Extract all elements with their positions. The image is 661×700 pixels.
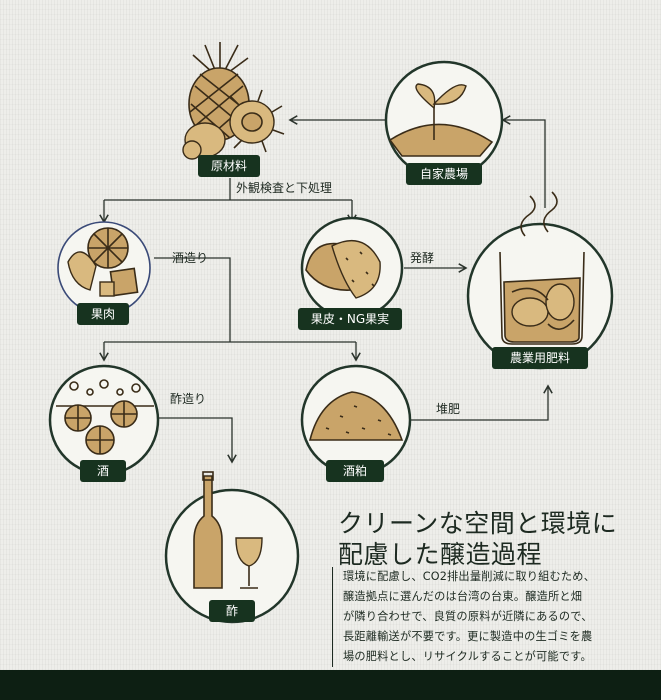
dragon-fruit-icon <box>229 89 285 153</box>
description-text: 環境に配慮し、CO2排出量削減に取り組むため、 醸造拠点に選んだのは台湾の台東。… <box>332 567 661 667</box>
body-line: 醸造拠点に選んだのは台湾の台東。醸造所と畑 <box>343 590 583 603</box>
section-title: クリーンな空間と環境に 配慮した醸造過程 <box>338 508 658 570</box>
body-line: が隣り合わせで、良質の原料が近隣にあるので、 <box>343 610 593 623</box>
pineapple-icon <box>182 42 250 160</box>
node-label-vinegar: 酢 <box>226 603 238 618</box>
peel-icon <box>305 239 381 299</box>
body-line: 長距離輸送が不要です。更に製造中の生ゴミを農 <box>343 630 593 643</box>
node-fertilizer: 農業用肥料 <box>466 191 614 370</box>
node-label-fertilizer: 農業用肥料 <box>510 351 570 365</box>
node-label-peel-ng: 果皮・NG果実 <box>311 311 389 326</box>
bottom-bar <box>0 670 661 700</box>
edge-label-vinegar-brewing: 酢造り <box>170 391 206 406</box>
arrow-sake-to-vinegar <box>158 417 237 464</box>
node-label-bg <box>198 155 260 177</box>
title-line-2: 配慮した醸造過程 <box>338 540 543 569</box>
fruit-pieces-icon <box>67 227 139 297</box>
citrus-slices-icon <box>56 379 154 455</box>
title-line-1: クリーンな空間と環境に <box>338 509 618 538</box>
node-own-farm: 自家農場 <box>384 60 504 185</box>
node-label-lees: 酒粕 <box>343 463 367 478</box>
node-sake: 酒 <box>48 364 160 482</box>
node-pulp: 果肉 <box>57 221 151 325</box>
arrow-fertilizer-to-farm <box>501 115 546 208</box>
node-raw-material: 原材料 <box>182 42 285 177</box>
edge-label-compost: 堆肥 <box>436 402 460 416</box>
node-peel: 果皮・NG果実 <box>298 216 404 330</box>
body-line: 環境に配慮し、CO2排出量削減に取り組むため、 <box>343 570 596 583</box>
arrow-to-sake <box>104 341 356 360</box>
node-label-own-farm: 自家農場 <box>420 166 468 181</box>
edge-label-inspection: 外観検査と下処理 <box>236 181 332 195</box>
sprout-icon <box>388 83 494 157</box>
edge-label-brewing: 酒造り <box>172 251 208 265</box>
node-label-sake: 酒 <box>97 464 109 478</box>
node-label-raw-material: 原材料 <box>211 159 247 173</box>
arrows <box>104 115 553 464</box>
beaker-icon <box>499 191 585 345</box>
arrow-to-pulp <box>104 199 352 222</box>
node-label-pulp: 果肉 <box>91 307 115 321</box>
node-vinegar: 酢 <box>164 471 300 624</box>
lees-pile-icon <box>308 391 404 441</box>
edge-label-fermentation: 発酵 <box>410 251 434 265</box>
arrow-pulp-down <box>154 257 231 342</box>
arrow-lees-to-fertilizer <box>409 384 553 421</box>
body-line: 場の肥料とし、リサイクルすることが可能です。 <box>343 650 592 663</box>
bottle-and-glass-icon <box>193 471 263 589</box>
node-lees: 酒粕 <box>300 364 412 482</box>
